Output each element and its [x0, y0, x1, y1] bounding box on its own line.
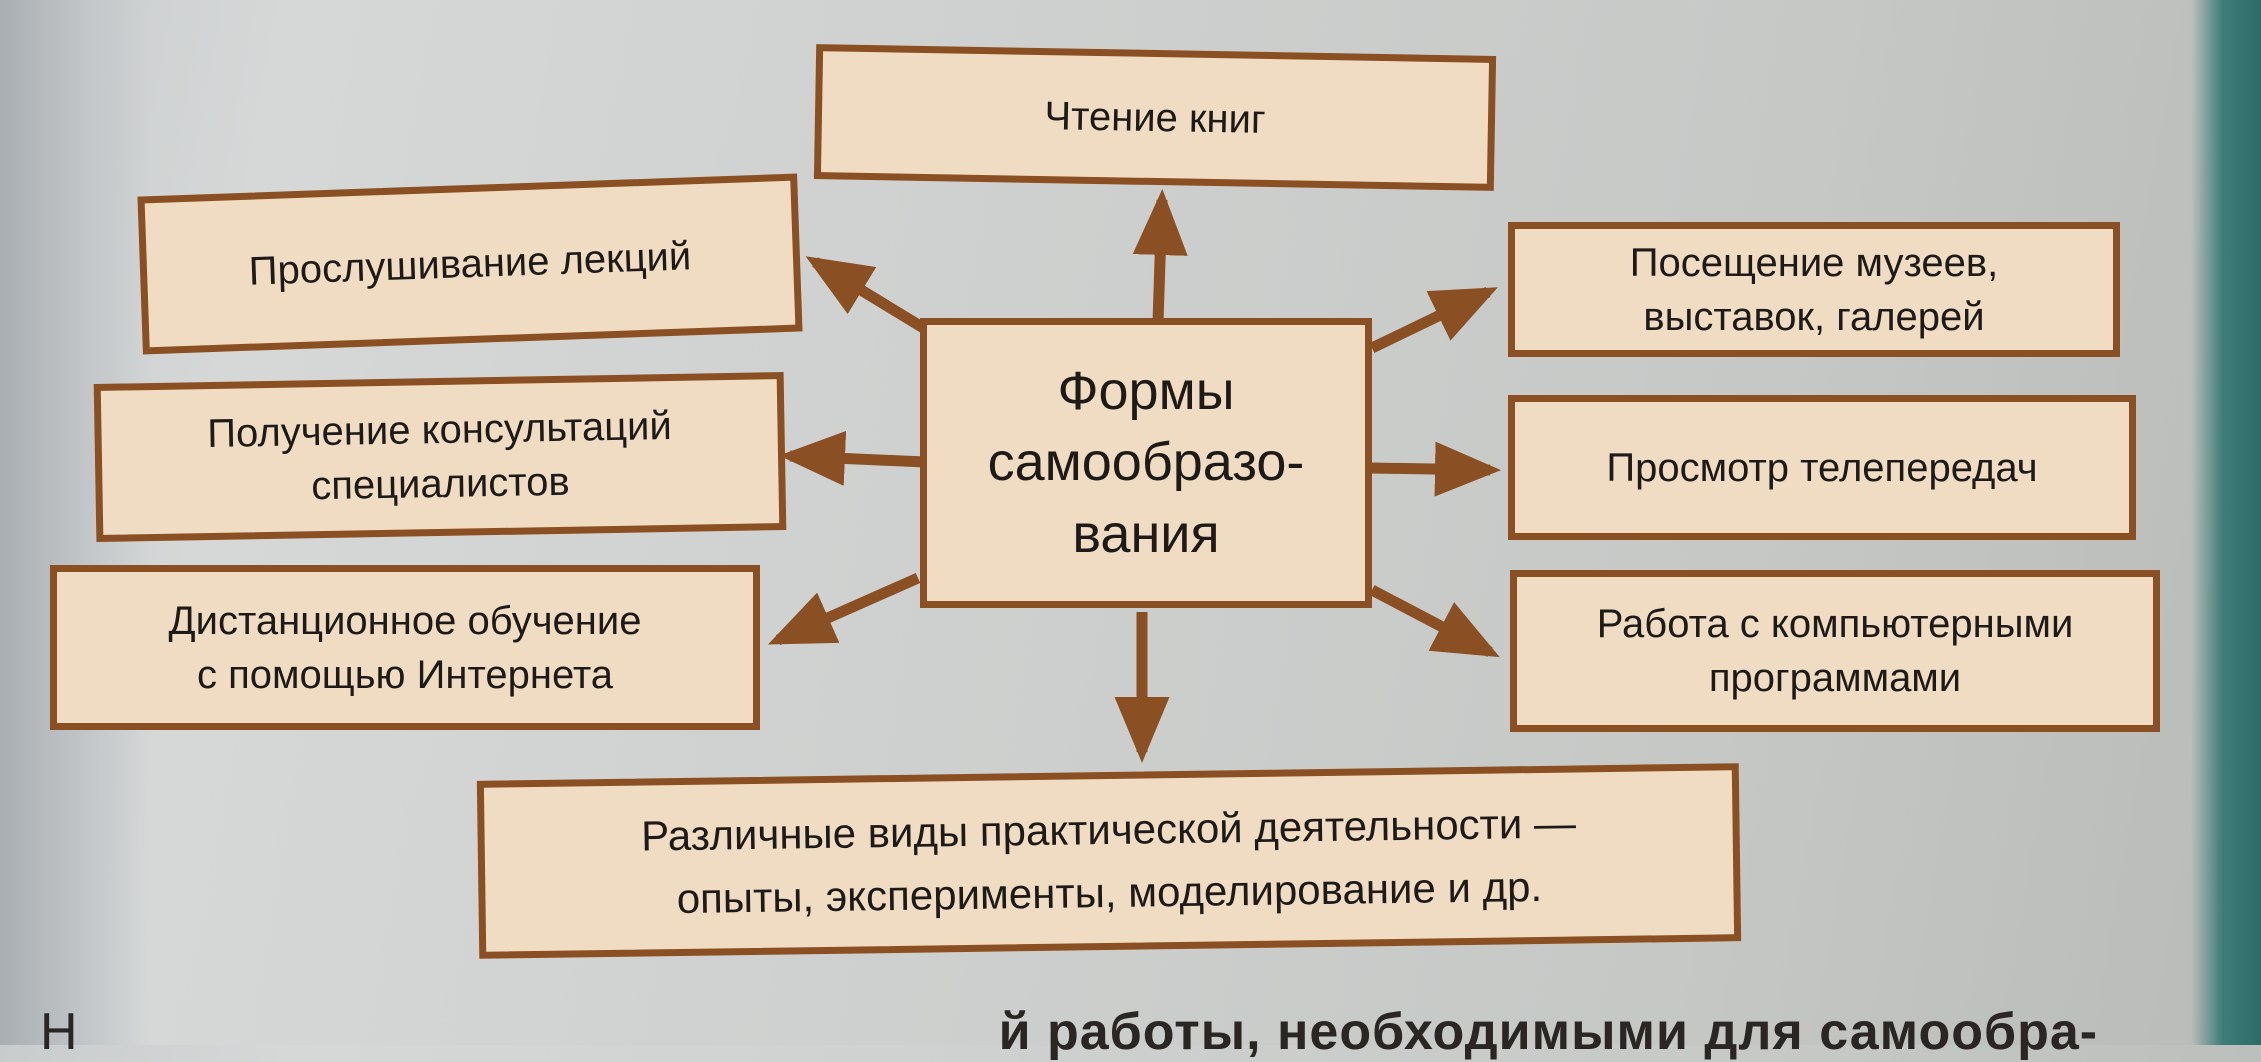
- node-practical-activities: Различные виды практической деятельности…: [476, 763, 1742, 959]
- arrow-to-top: [1132, 189, 1188, 323]
- body-text-start: Н: [40, 1003, 79, 1061]
- node-computer-programs: Работа с компьютерными программами: [1510, 570, 2160, 732]
- book-edge: [2191, 0, 2261, 1045]
- arrow-to-left-1: [805, 256, 938, 340]
- node-museums-exhibitions: Посещение музеев, выставок, галерей: [1508, 222, 2120, 357]
- node-reading-books: Чтение книг: [813, 44, 1497, 191]
- arrow-to-left-3: [767, 572, 921, 646]
- node-specialist-consultations: Получение консультаций специалистов: [93, 371, 787, 543]
- arrow-to-right-2: [1371, 441, 1501, 497]
- body-text-end: й работы, необходимыми для самообра-: [998, 1003, 2099, 1061]
- arrow-to-left-2: [779, 430, 926, 486]
- arrow-to-right-1: [1369, 287, 1498, 353]
- node-distance-learning: Дистанционное обучение с помощью Интерне…: [50, 565, 760, 730]
- node-tv-programs: Просмотр телепередач: [1508, 395, 2136, 540]
- arrow-to-right-3: [1369, 585, 1500, 658]
- node-listening-lectures: Прослушивание лекций: [137, 173, 803, 355]
- node-forms-of-self-education: Формы самообразо- вания: [920, 318, 1372, 608]
